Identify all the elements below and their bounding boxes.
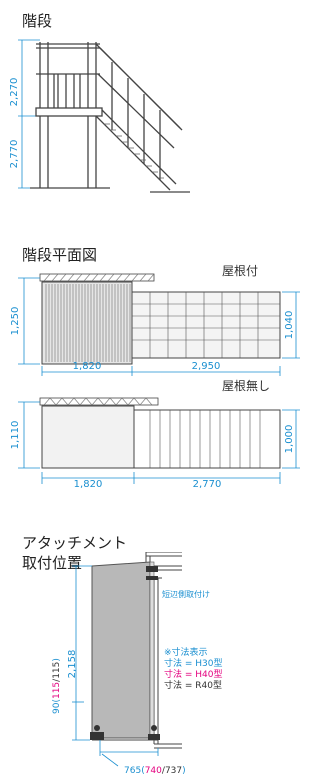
unroofed-height-right: 1,000 [284, 425, 295, 454]
attachment-diagram: 2,158 短辺側取付け [67, 552, 210, 767]
unroofed-plan-diagram: 1,110 1,000 1,820 2,770 [10, 397, 300, 490]
attachment-short-side-label: 短辺側取付け [162, 589, 210, 599]
stair-treads [104, 123, 164, 179]
roofed-height-right: 1,040 [284, 311, 295, 340]
bottom-dim-h30: 90 [52, 702, 62, 714]
legend-h40: 寸法 = H40型 [164, 670, 223, 680]
roofed-height-left: 1,250 [10, 307, 21, 336]
unroofed-label: 屋根無し [222, 379, 271, 393]
width-dim-h30: 765 [124, 766, 142, 776]
roofed-width-left: 1,820 [73, 361, 102, 372]
attachment-bottom-dim: 90(115/115) [52, 658, 62, 714]
roofed-label: 屋根付 [222, 264, 259, 278]
roofed-plan-diagram: 1,250 1,040 1,820 2,950 [10, 273, 300, 376]
attachment-title-line2: 取付位置 [22, 554, 83, 572]
dimension-legend: ※寸法表示 寸法 = H30型 寸法 = H40型 寸法 = R40型 [164, 648, 222, 692]
legend-h30: 寸法 = H30型 [164, 659, 223, 669]
unroofed-width-right: 2,770 [193, 479, 222, 490]
width-dim-r40: 737 [164, 766, 183, 776]
legend-title: ※寸法表示 [164, 648, 208, 658]
stairs-elevation-diagram: 2,270 2,770 [9, 39, 190, 193]
roofed-width-right: 2,950 [192, 361, 221, 372]
stairs-structure [30, 42, 190, 193]
width-dim-h40: 740 [144, 766, 162, 776]
attachment-height-dim: 2,158 [67, 650, 78, 679]
attachment-width-dim: 765(740/737) [124, 766, 186, 776]
bottom-dim-r40: 115 [52, 661, 62, 679]
roofed-dimension-lines [18, 277, 300, 376]
bottom-dim-h40: 115 [52, 681, 62, 700]
attachment-title-line1: アタッチメント [22, 534, 128, 552]
stairs-title: 階段 [22, 12, 53, 30]
legend-r40: 寸法 = R40型 [164, 681, 222, 691]
stairs-dim-lower: 2,770 [9, 140, 20, 169]
attachment-panel [91, 561, 151, 739]
stairs-dim-upper: 2,270 [9, 78, 20, 107]
attachment-dimension-lines [72, 565, 159, 767]
attachment-brackets [90, 566, 160, 740]
unroofed-height-left: 1,110 [10, 421, 21, 450]
plan-title: 階段平面図 [22, 246, 98, 264]
unroofed-width-left: 1,820 [74, 479, 103, 490]
unroofed-dimension-lines [18, 401, 300, 484]
